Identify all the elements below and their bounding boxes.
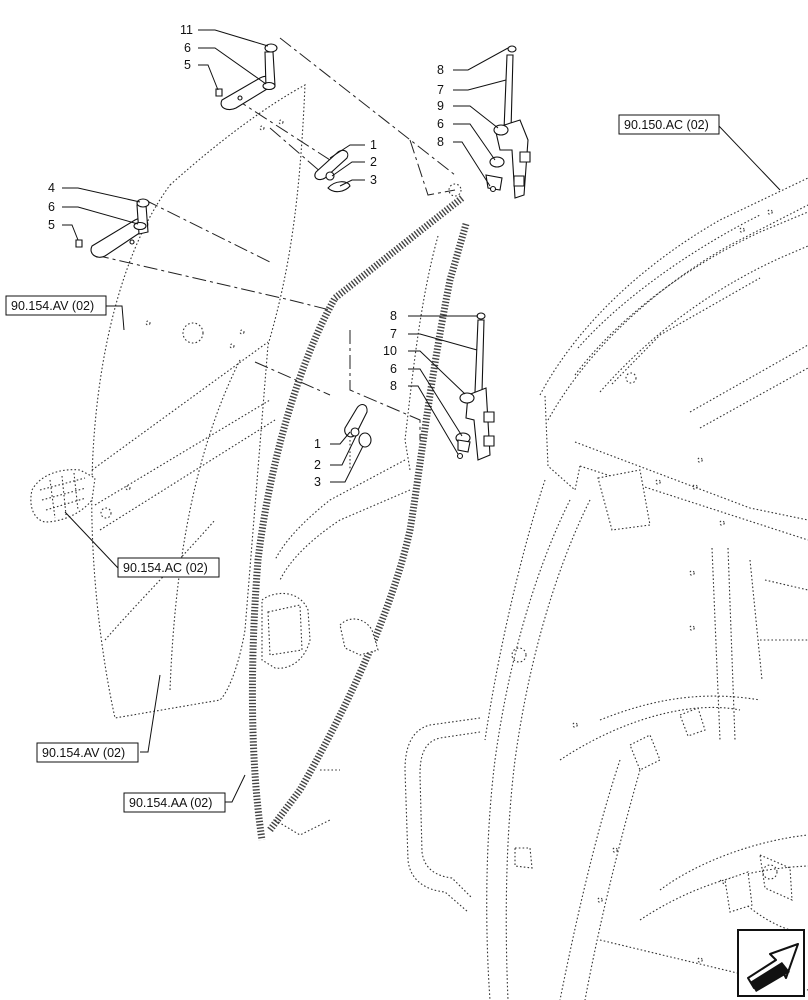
upper-pin-assembly: [485, 45, 531, 199]
ref-cab-frame[interactable]: 90.150.AC (02): [618, 114, 720, 135]
part-6: 6: [437, 117, 444, 131]
part-6: 6: [184, 41, 191, 55]
part-2: 2: [314, 458, 321, 472]
part-9: 9: [437, 99, 444, 113]
svg-text:90.154.AA (02): 90.154.AA (02): [129, 796, 212, 810]
svg-text:90.154.AC (02): 90.154.AC (02): [123, 561, 208, 575]
left-hinge-assembly: [75, 198, 150, 258]
ref-door-handle[interactable]: 90.154.AC (02): [117, 557, 220, 578]
door-handle: [30, 469, 96, 523]
ref-door-panel-lower[interactable]: 90.154.AV (02): [36, 742, 139, 763]
part-8: 8: [437, 135, 444, 149]
reference-callouts: 90.150.AC (02) 90.154.AV (02) 90.154.AC …: [5, 114, 720, 813]
part-8: 8: [390, 309, 397, 323]
svg-text:90.154.AV (02): 90.154.AV (02): [11, 299, 94, 313]
part-3: 3: [314, 475, 321, 489]
frame-holes: [572, 209, 773, 963]
lower-pin-assembly: [455, 312, 495, 461]
part-11: 11: [180, 23, 193, 37]
part-3: 3: [370, 173, 377, 187]
ref-door-panel-upper[interactable]: 90.154.AV (02): [5, 295, 107, 316]
ref-door-frame[interactable]: 90.154.AA (02): [123, 792, 226, 813]
part-7: 7: [437, 83, 444, 97]
cab-frame: [404, 177, 808, 1000]
part-5: 5: [48, 218, 55, 232]
part-2: 2: [370, 155, 377, 169]
part-8: 8: [390, 379, 397, 393]
door-glass-panel: [91, 84, 306, 719]
part-4: 4: [48, 181, 55, 195]
top-hinge-assembly: [215, 43, 278, 111]
part-1: 1: [314, 437, 321, 451]
part-number-labels: 11 6 5 1 2 3 4 6 5 8 7 9 6 8 8 7 10 6 8 …: [48, 23, 444, 489]
part-6: 6: [390, 362, 397, 376]
leader-lines: [62, 29, 781, 803]
part-10: 10: [383, 344, 397, 358]
part-5: 5: [184, 58, 191, 72]
arrow-down-left-icon[interactable]: [737, 929, 805, 997]
part-1: 1: [370, 138, 377, 152]
svg-text:90.154.AV (02): 90.154.AV (02): [42, 746, 125, 760]
part-7: 7: [390, 327, 397, 341]
part-8: 8: [437, 63, 444, 77]
alignment-lines: [94, 37, 456, 440]
door-frame: [248, 183, 470, 841]
lower-bracket: [344, 403, 372, 448]
svg-text:90.150.AC (02): 90.150.AC (02): [624, 118, 709, 132]
part-6: 6: [48, 200, 55, 214]
